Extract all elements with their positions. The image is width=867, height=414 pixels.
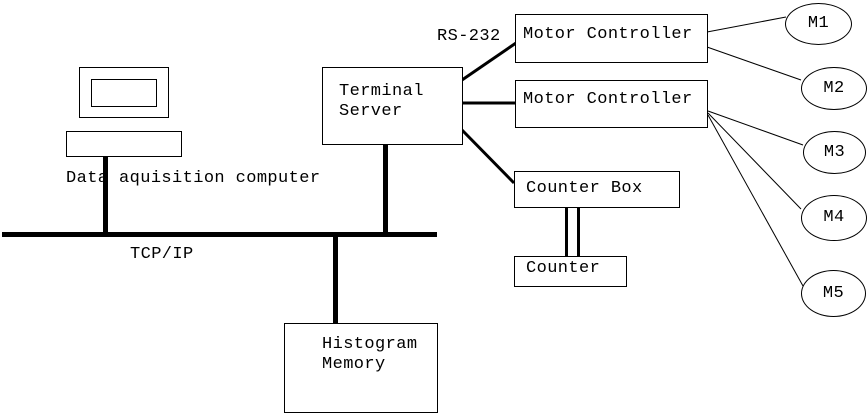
- link-motor-controller-2-to-m4: [707, 112, 802, 210]
- link-counterbox-to-counter-2: [577, 208, 580, 257]
- link-terminal-server-to-counter-box: [460, 128, 516, 185]
- node-terminal-server: Terminal Server: [322, 67, 463, 145]
- node-motor-controller-2: Motor Controller: [515, 80, 708, 128]
- tcpip-bus-line: [2, 232, 437, 237]
- link-motor-controller-1-to-m2: [706, 46, 802, 81]
- node-motor-controller-1: Motor Controller: [515, 14, 708, 63]
- motor-node-m3: M3: [803, 131, 866, 174]
- motor-node-m1: M1: [785, 3, 852, 45]
- node-counter-box: Counter Box: [514, 171, 680, 208]
- node-counter: Counter: [514, 256, 627, 287]
- link-counterbox-to-counter-1: [565, 208, 568, 257]
- motor-node-m5: M5: [801, 270, 866, 317]
- node-histogram-memory: Histogram Memory: [284, 323, 438, 413]
- label-data-acquisition-computer: Data aquisition computer: [66, 169, 321, 188]
- motor-label: M1: [807, 14, 830, 33]
- keyboard: [66, 131, 182, 157]
- link-motor-controller-2-to-m5: [707, 114, 804, 287]
- link-bus-to-histogram-memory: [333, 237, 338, 323]
- link-motor-controller-2-to-m3: [707, 110, 804, 146]
- motor-label: M5: [822, 283, 845, 303]
- link-terminal-server-to-bus: [383, 145, 388, 232]
- link-motor-controller-1-to-m1: [706, 16, 787, 33]
- motor-node-m2: M2: [801, 67, 867, 110]
- motor-node-m4: M4: [801, 195, 867, 241]
- link-terminal-server-to-motor-controller-1: [461, 41, 517, 82]
- label-rs232: RS-232: [437, 27, 501, 46]
- monitor-screen: [91, 79, 157, 107]
- motor-label: M2: [823, 78, 845, 98]
- link-computer-to-bus: [103, 157, 108, 232]
- label-tcpip: TCP/IP: [130, 245, 194, 264]
- motor-label: M4: [823, 208, 845, 227]
- motor-label: M3: [823, 142, 846, 162]
